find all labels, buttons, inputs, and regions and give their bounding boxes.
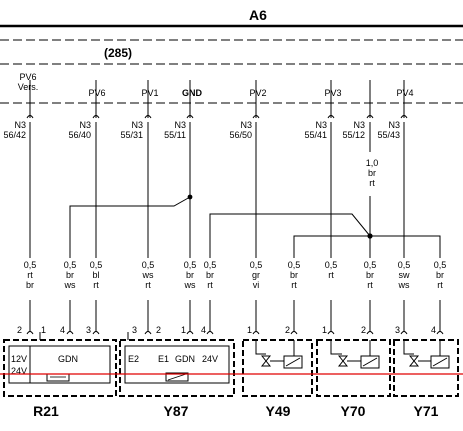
y70-pin-2: 2 [361, 325, 366, 335]
component-wires [29, 300, 441, 340]
pin-label-pv2: PV2 [249, 88, 266, 98]
y71-pin-4: 4 [431, 325, 436, 335]
r21-label-gdn: GDN [58, 354, 78, 364]
y87-box [119, 339, 235, 397]
module-label: A6 [249, 7, 267, 23]
pin-label-pv1: PV1 [141, 88, 158, 98]
y71-valve-symbol [403, 340, 450, 369]
r21-pin-1: 1 [41, 325, 46, 335]
y87-internals: E2 E1 GDN 24V [124, 345, 230, 384]
component-pin-numbers: 2 1 4 3 3 2 1 4 1 2 1 2 3 4 [17, 325, 436, 335]
y87-pin-1: 1 [181, 325, 186, 335]
y49-valve-symbol [255, 340, 303, 369]
y49-box [242, 339, 313, 397]
y87-pin-4: 4 [201, 325, 206, 335]
r21-pin-2: 2 [17, 325, 22, 335]
y70-box [316, 339, 391, 397]
wire-routing [29, 122, 441, 258]
r21-label: R21 [33, 403, 59, 419]
splice-gnd [187, 194, 193, 200]
y49-label: Y49 [266, 403, 291, 419]
y71-box [393, 339, 459, 397]
pin-label-pv6: PV6 [88, 88, 105, 98]
y87-pin-3: 3 [132, 325, 137, 335]
splice-feed [367, 233, 373, 239]
component-terminals [26, 331, 444, 335]
y87-pin-2: 2 [156, 325, 161, 335]
connector-label: (285) [104, 46, 132, 60]
y71-pin-3: 3 [395, 325, 400, 335]
pin-terminals [26, 115, 408, 119]
y87-label-gdn: GDN [175, 354, 195, 364]
y49-pin-2: 2 [285, 325, 290, 335]
r21-box [3, 339, 117, 397]
y87-label-24v: 24V [202, 354, 218, 364]
pin-drops [29, 80, 405, 118]
r21-label-24v: 24V [11, 366, 27, 376]
y70-pin-1: 1 [322, 325, 327, 335]
r21-pin-4: 4 [60, 325, 65, 335]
y87-label-e1: E1 [158, 354, 169, 364]
y70-label: Y70 [341, 403, 366, 419]
pin-label-gnd: GND [182, 88, 203, 98]
r21-label-12v: 12V [11, 354, 27, 364]
y87-label-e2: E2 [128, 354, 139, 364]
pin-label-pv4: PV4 [396, 88, 413, 98]
r21-pin-3: 3 [86, 325, 91, 335]
y49-pin-1: 1 [247, 325, 252, 335]
y87-label: Y87 [164, 403, 189, 419]
r21-internals: 12V GDN 24V [8, 345, 111, 384]
y71-label: Y71 [414, 403, 439, 419]
component-boxes [3, 339, 459, 397]
y70-valve-symbol [330, 340, 380, 369]
pin-label-pv3: PV3 [324, 88, 341, 98]
